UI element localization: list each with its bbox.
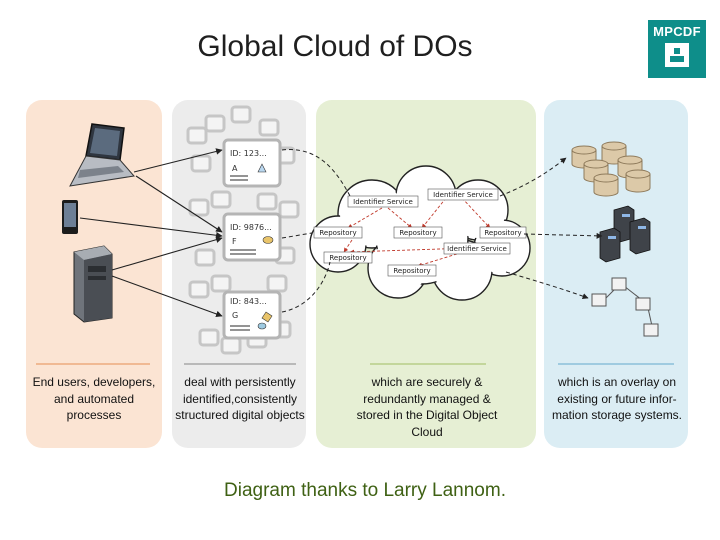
repository-node-5: Repository [387,264,437,277]
panel-do-rule [184,363,296,365]
user-object-arrows [79,148,223,318]
caption-storage-systems: which is an overlay on existing or futur… [551,375,683,422]
object-stack-background [186,105,300,355]
digital-object-3: ID: 843... G [222,290,282,340]
repository-node-4: Repository [323,251,373,264]
digital-object-2-id: ID: 9876... [230,223,272,232]
svg-text:Identifier Service: Identifier Service [447,245,507,253]
object-cloud-links [281,149,351,313]
digital-object-2-letter: F [232,237,237,246]
server-tower-icon [73,245,113,323]
logo-text: MPCDF [653,24,701,39]
phone-icon [62,200,78,234]
svg-text:Identifier Service: Identifier Service [353,198,413,206]
digital-object-1-id: ID: 123... [230,149,267,158]
digital-object-2: ID: 9876... F [222,212,282,262]
digital-object-3-id: ID: 843... [230,297,267,306]
cloud-storage-links [499,157,603,299]
logo-mark-icon [665,43,689,67]
database-icons [571,141,651,197]
caption-users: End users, developers, and automated pro… [32,375,156,422]
svg-text:Identifier Service: Identifier Service [433,191,493,199]
digital-object-1: ID: 123... A [222,138,282,188]
repository-node-3: Repository [479,226,527,239]
identifier-service-node-2: Identifier Service [427,188,499,201]
caption-digital-objects: deal with persistently identified,consis… [175,375,305,422]
panel-storage-rule [558,363,674,365]
digital-object-1-letter: A [232,164,238,173]
identifier-service-node-3: Identifier Service [443,242,511,255]
diagram-credit: Diagram thanks to Larry Lannom. [224,480,506,501]
identifier-service-node-1: Identifier Service [347,195,419,208]
hierarchy-tree-icon [591,277,659,337]
svg-text:Repository: Repository [484,229,521,237]
svg-text:Repository: Repository [319,229,356,237]
slide-title: Global Cloud of DOs [197,30,473,63]
svg-text:Repository: Repository [393,267,430,275]
repository-node-2: Repository [393,226,443,239]
digital-object-3-letter: G [232,311,238,320]
svg-text:Repository: Repository [329,254,366,262]
repository-node-1: Repository [313,226,363,239]
panel-users-rule [36,363,150,365]
laptop-icon [69,123,135,187]
panel-cloud-rule [370,363,486,365]
svg-text:Repository: Repository [399,229,436,237]
server-rack-icons [599,205,651,263]
cloud-nodes: Identifier Service Identifier Service Id… [313,188,527,277]
mpcdf-logo: MPCDF [648,20,706,78]
caption-do-cloud: which are securely & redundantly managed… [356,375,498,439]
